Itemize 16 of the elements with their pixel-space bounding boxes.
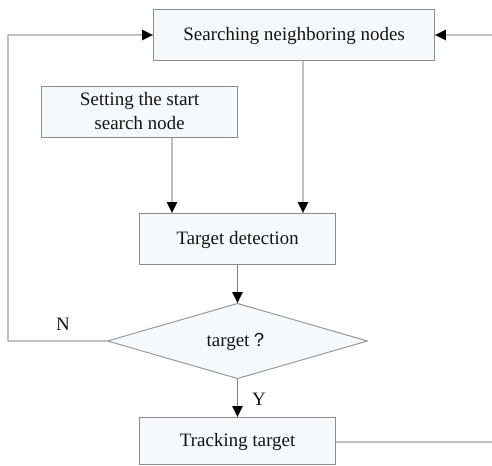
process-box (153, 9, 435, 61)
process-box (139, 213, 336, 265)
process-box (139, 417, 336, 465)
arrow (166, 138, 178, 214)
arrow (434, 30, 492, 40)
node-text: Setting the start search node (78, 88, 200, 136)
node-text: Tracking target (178, 429, 296, 453)
node-text: target？ (206, 329, 270, 353)
arrow (8, 30, 154, 342)
node-text: Target detection (175, 227, 300, 251)
node-text: Searching neighboring nodes (182, 23, 406, 47)
arrow (232, 378, 243, 418)
process-box (41, 86, 238, 138)
arrow (232, 264, 243, 304)
arrow (298, 60, 308, 214)
decision-diamond (107, 303, 368, 379)
